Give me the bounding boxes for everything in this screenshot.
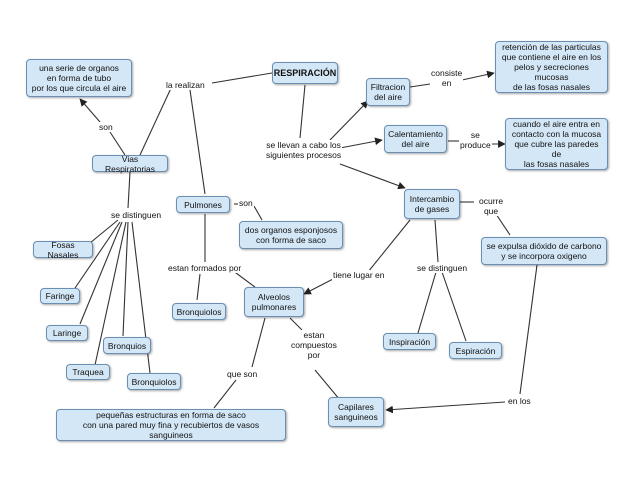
node-fosas-nasales[interactable]: Fosas Nasales (33, 240, 93, 260)
node-organos-esponjosos[interactable]: dos organos esponjosos con forma de saco (239, 221, 343, 249)
node-calentamiento-aire[interactable]: Calentamiento del aire (384, 125, 447, 153)
node-intercambio-gases[interactable]: Intercambio de gases (404, 189, 460, 219)
label-ocurre-que: ocurre que (478, 196, 505, 216)
node-cuando-aire-entra[interactable]: cuando el aire entra en contacto con la … (505, 118, 608, 170)
node-respiracion[interactable]: RESPIRACIÓN (272, 62, 338, 84)
label-son-vias: son (98, 122, 114, 132)
node-bronquiolos-left[interactable]: Bronquiolos (127, 373, 181, 390)
node-pulmones[interactable]: Pulmones (176, 196, 230, 213)
label-se-llevan-a-cabo: se llevan a cabo los siguientes procesos (265, 140, 343, 160)
node-bronquiolos-mid[interactable]: Bronquiolos (172, 303, 226, 320)
label-se-distinguen-vias: se distinguen (110, 210, 163, 220)
node-vias-respiratorias[interactable]: Vias Respiratorias (92, 154, 168, 174)
label-en-los: en los (507, 396, 532, 406)
node-laringe[interactable]: Laringe (46, 325, 88, 341)
node-retencion[interactable]: retención de las particulas que contiene… (495, 41, 608, 93)
label-la-realizan: la realizan (165, 80, 206, 90)
node-alveolos-pulmonares[interactable]: Alveolos pulmonares (244, 287, 304, 317)
node-pequenas-estructuras[interactable]: pequeñas estructuras en forma de saco co… (56, 409, 286, 441)
label-estan-formados-por: estan formados por (167, 263, 243, 273)
label-se-produce: se produce (459, 130, 492, 150)
node-espiracion[interactable]: Espiración (449, 342, 502, 359)
node-serie-organos[interactable]: una serie de organos en forma de tubo po… (26, 59, 132, 97)
node-inspiracion[interactable]: Inspiración (383, 333, 436, 350)
node-filtracion-aire[interactable]: Filtracion del aire (366, 78, 410, 106)
node-bronquios[interactable]: Bronquios (103, 337, 151, 354)
node-traquea[interactable]: Traquea (66, 364, 110, 380)
label-estan-compuestos-por: estan compuestos por (290, 330, 338, 360)
label-que-son: que son (226, 369, 259, 379)
node-faringe[interactable]: Faringe (40, 288, 80, 304)
label-son-pulmones: son (238, 198, 254, 208)
label-se-distinguen-intercambio: se distinguen (416, 263, 469, 273)
label-tiene-lugar-en: tiene lugar en (332, 270, 386, 280)
label-consiste-en: consiste en (430, 68, 464, 88)
node-capilares-sanguineos[interactable]: Capilares sanguineos (328, 397, 384, 427)
node-expulsa-dioxido[interactable]: se expulsa dióxido de carbono y se incor… (481, 237, 607, 265)
